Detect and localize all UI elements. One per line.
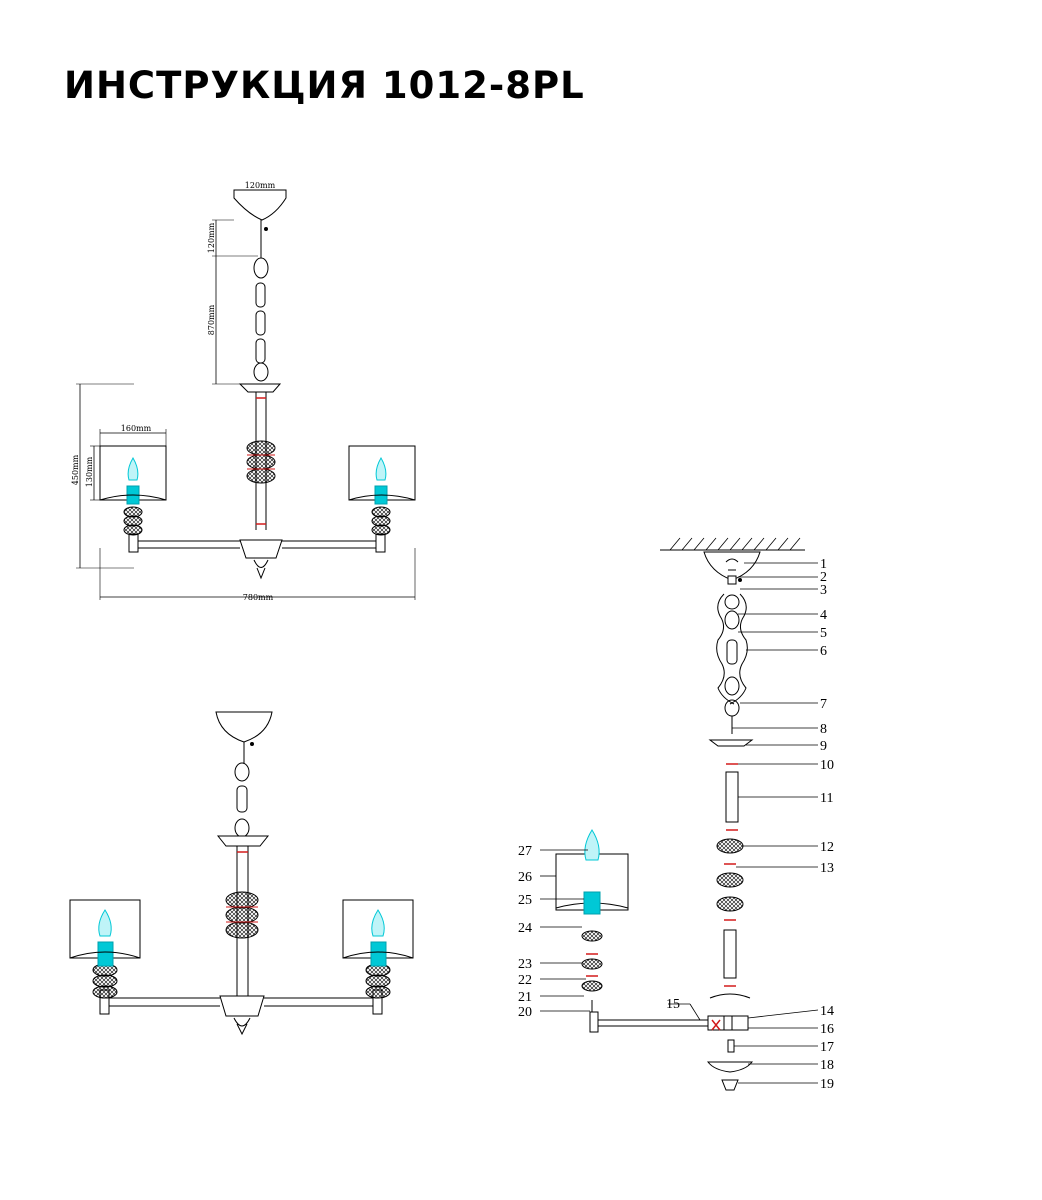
dim-total-width: 780mm <box>243 593 274 602</box>
part-label: 11 <box>820 791 833 806</box>
bulb-left <box>127 457 139 481</box>
part-label: 13 <box>820 861 834 876</box>
part-label: 1 <box>820 557 827 572</box>
part-label: 7 <box>820 697 827 712</box>
cup <box>708 739 754 747</box>
part-label: 5 <box>820 626 827 641</box>
dim-shade-width: 160mm <box>121 424 152 433</box>
dimension-labels: 120mm 120mm 870mm 450mm 130mm 160mm 780m… <box>71 181 276 602</box>
bulb-right <box>375 457 387 481</box>
part-label: 8 <box>820 722 827 737</box>
part-label: 6 <box>820 644 827 659</box>
exploded-bulb <box>584 829 600 861</box>
part-label: 24 <box>518 921 532 936</box>
dim-body-height: 450mm <box>71 454 80 485</box>
part-label: 9 <box>820 739 827 754</box>
part-label: 23 <box>518 957 532 972</box>
part-label: 25 <box>518 893 532 908</box>
central-balls <box>246 440 276 484</box>
bulb-right <box>371 909 385 937</box>
part-label: 22 <box>518 973 532 988</box>
dim-canopy-height: 120mm <box>207 222 216 253</box>
canopy <box>215 711 273 743</box>
dimensioned-front-view <box>76 189 416 600</box>
page-title: ИНСТРУКЦИЯ 1012-8PL <box>64 64 585 107</box>
hub <box>219 995 265 1017</box>
canopy <box>233 189 287 221</box>
part-label: 16 <box>820 1022 834 1037</box>
part-label: 27 <box>518 844 532 859</box>
exploded-view <box>540 537 819 1091</box>
part-label: 21 <box>518 990 532 1005</box>
bulb-left <box>98 909 112 937</box>
dim-chain-length: 870mm <box>207 304 216 335</box>
front-view <box>69 711 414 1036</box>
dim-canopy-width: 120mm <box>245 181 276 190</box>
cup <box>238 383 282 393</box>
chain <box>234 762 250 838</box>
part-label: 19 <box>820 1077 834 1092</box>
part-label: 26 <box>518 870 532 885</box>
part-label: 15 <box>666 997 680 1012</box>
part-labels: 1 2 3 4 5 6 7 8 9 10 11 12 13 14 15 16 1… <box>518 557 834 1092</box>
part-label: 18 <box>820 1058 834 1073</box>
part-label: 14 <box>820 1004 834 1019</box>
part-label: 4 <box>820 608 827 623</box>
wire <box>716 593 735 705</box>
part-label: 20 <box>518 1005 532 1020</box>
chain <box>253 257 269 382</box>
part-label: 12 <box>820 840 834 855</box>
part-label: 17 <box>820 1040 834 1055</box>
part-label: 2 <box>820 570 827 585</box>
dim-shade-height: 130mm <box>85 456 94 487</box>
central-balls <box>225 891 259 939</box>
part-label: 10 <box>820 758 834 773</box>
cup <box>216 835 270 847</box>
part-label: 3 <box>820 583 827 598</box>
hub <box>239 539 283 559</box>
